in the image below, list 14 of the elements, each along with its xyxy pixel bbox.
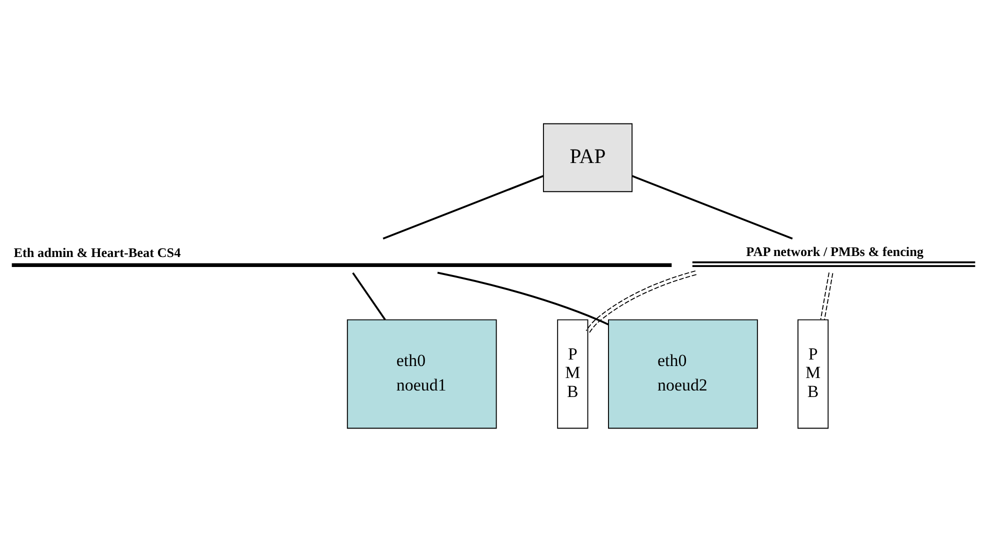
connector <box>632 174 793 239</box>
node-box: eth0 noeud1 <box>346 318 497 428</box>
connector <box>382 174 544 239</box>
node-label: PAP network / PMBs & fencing <box>746 243 924 258</box>
node-box <box>12 262 672 267</box>
connector <box>437 271 609 325</box>
connector <box>820 272 834 320</box>
node-label: Eth admin & Heart-Beat CS4 <box>14 244 181 260</box>
node-box: P M B <box>797 318 829 428</box>
node-box: eth0 noeud2 <box>608 318 758 428</box>
node-box: PAP <box>542 122 633 192</box>
connector <box>352 272 386 320</box>
node-box: P M B <box>557 318 588 428</box>
connector <box>586 270 697 333</box>
